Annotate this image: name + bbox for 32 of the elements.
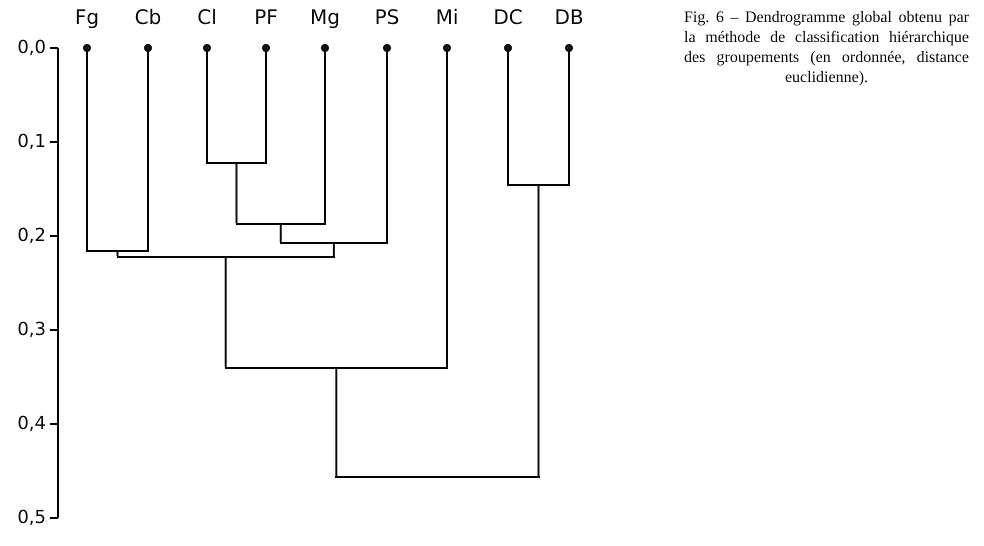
dendrogram-branch (321, 44, 329, 223)
dendrogram-branch (144, 44, 152, 250)
leaf-label: DB (544, 5, 594, 48)
dendrogram-branch (335, 369, 338, 476)
dendrogram-branch (224, 258, 227, 367)
leaf-label: Cl (182, 5, 232, 48)
leaf-label: PF (241, 5, 291, 48)
axis-tick-label: 0,5 (16, 508, 46, 528)
leaf-label: Mg (300, 5, 350, 48)
axis-tick-label: 0,3 (16, 320, 46, 340)
dendrogram-branch (565, 44, 573, 184)
dendrogram-branch (83, 44, 91, 250)
leaf-label: Mi (422, 5, 472, 48)
dendrogram-branch (236, 164, 238, 223)
dendrogram-branch (332, 244, 335, 256)
dendrogram-branch (383, 44, 391, 242)
leaf-label: Cb (123, 5, 173, 48)
dendrogram-branch (203, 44, 211, 162)
dendrogram-branch (116, 252, 118, 256)
figure-caption: Fig. 6 – Dendrogramme global obtenu par la méthode de classification hiérarchique des groupements (en ordonnée, distance euclidienne). (684, 8, 969, 88)
leaf-label: PS (362, 5, 412, 48)
axis-tick-label: 0,0 (16, 38, 46, 58)
dendrogram-branch (538, 186, 540, 476)
axis-tick-label: 0,2 (16, 226, 46, 246)
leaf-label: Fg (62, 5, 112, 48)
dendrogram-branch (280, 225, 282, 242)
axis-tick-label: 0,4 (16, 414, 46, 434)
dendrogram-branch (262, 44, 270, 162)
dendrogram-branch (443, 44, 451, 367)
axis-tick-label: 0,1 (16, 132, 46, 152)
dendrogram-branch (504, 44, 512, 184)
leaf-label: DC (483, 5, 533, 48)
